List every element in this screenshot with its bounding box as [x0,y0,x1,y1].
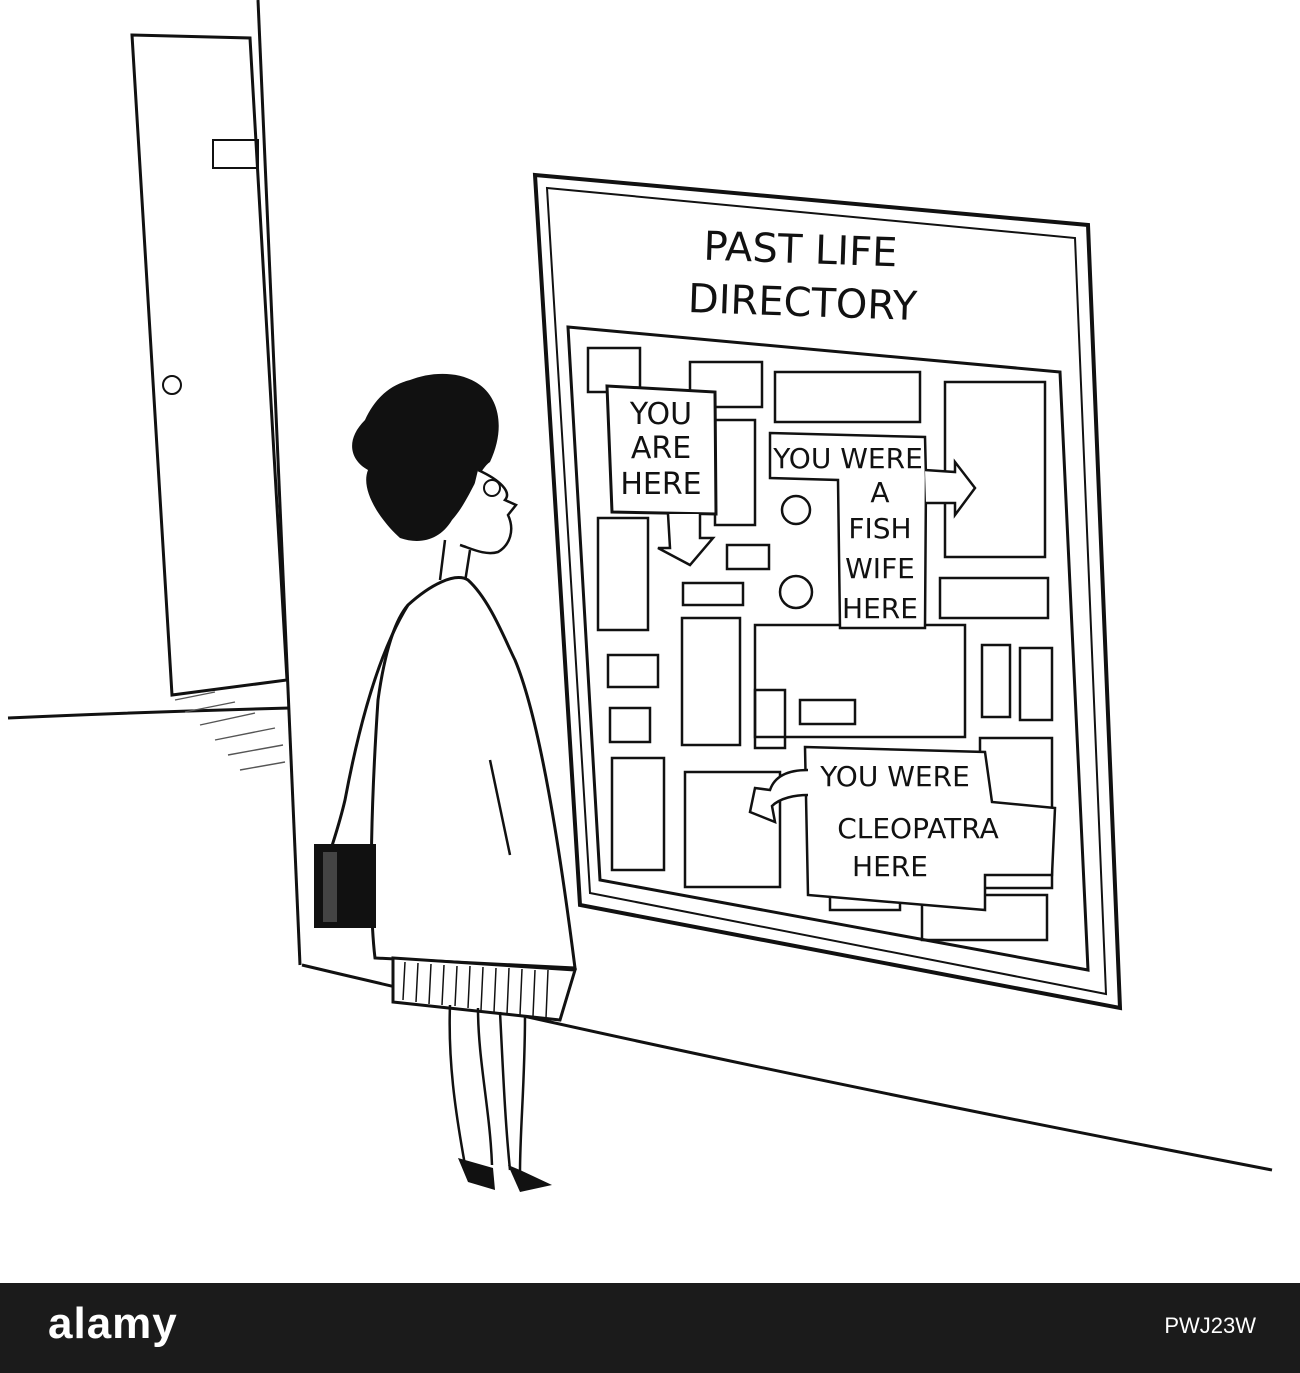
you-are-here-line2: ARE [631,431,691,466]
woman-figure [314,373,577,1192]
fish-wife-arrow [924,458,977,519]
glasses-icon [483,479,501,497]
door-nameplate [212,139,259,169]
woman-hair [352,373,499,541]
bag-strap [326,604,410,861]
cleopatra-line2: CLEOPATRA [837,812,999,845]
alamy-logo: alamy [48,1299,178,1348]
you-are-here-line3: HERE [620,467,701,502]
woman-face [459,468,518,555]
woman-legs [448,1004,527,1173]
fish-wife-line3: FISH [848,512,911,545]
image-id: PWJ23W [1164,1313,1256,1338]
skirt-stripes [402,961,549,1019]
directory-title-line1: PAST LIFE [703,224,898,277]
cleopatra-box [803,745,1057,912]
directory-title-line2: DIRECTORY [687,276,918,330]
fish-wife-line1: YOU WERE [772,442,923,475]
you-are-here-line1: YOU [629,397,692,432]
fish-wife-line4: WIFE [845,552,915,585]
you-are-here-arrow [657,513,716,567]
door [130,33,289,697]
door-knob [162,375,182,395]
fish-wife-line5: HERE [842,592,918,625]
floor-line-left [7,706,291,720]
cleopatra-line1: YOU WERE [819,760,970,793]
cleopatra-line3: HERE [852,850,928,883]
wall-edge [256,0,302,966]
directory-board [532,172,1123,1011]
floor-shading [174,691,286,771]
fish-wife-box [768,431,928,630]
cleopatra-arrow [748,768,809,825]
woman-skirt [391,956,577,1022]
fish-wife-line2: A [870,476,889,509]
shoe-right [508,1165,552,1192]
cartoon-illustration: PAST LIFE DIRECTORY YOU ARE HERE YOU WER… [7,0,1273,1192]
woman-coat [369,576,577,970]
shoe-left [458,1158,495,1190]
watermark-footer: alamy PWJ23W [0,1283,1300,1373]
you-are-here-box [605,384,718,516]
